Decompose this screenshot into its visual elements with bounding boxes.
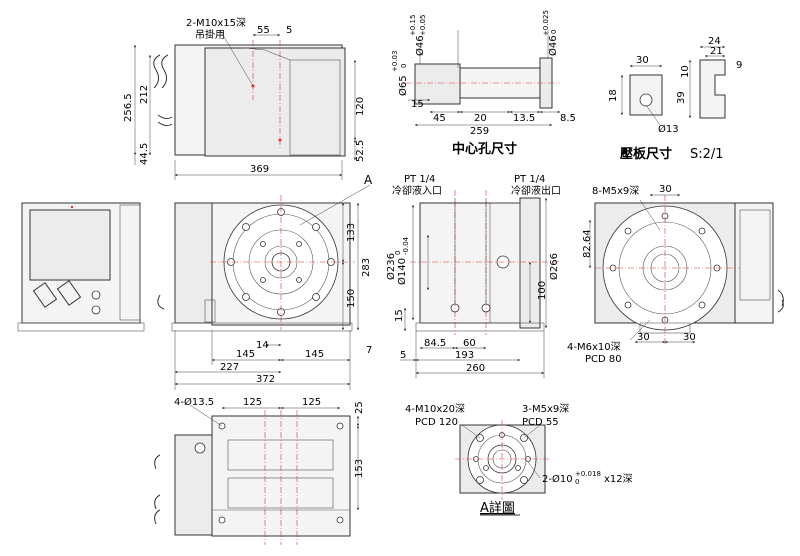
dim-256-5: 256.5 <box>123 93 134 122</box>
dim-phi140: Ø140 <box>396 258 408 285</box>
rear-holes-m5: 8-M5x9深 <box>592 185 639 197</box>
clamp-view-title: 壓板尺寸 <box>620 146 672 162</box>
hose-fittings <box>153 54 173 127</box>
dim-phi236: Ø236 <box>385 253 397 280</box>
dim-82-64: 82.64 <box>582 229 593 258</box>
side-view: PT 1/4 冷卻液入口 PT 1/4 冷卻液出口 Ø236 Ø140 0 -0… <box>385 174 561 378</box>
dim-phi46-a: Ø46 <box>414 35 426 56</box>
clamp-hole <box>639 93 653 107</box>
dim-phi65: Ø65 <box>397 75 409 96</box>
dim-phi46-b-tol-dn: 0 <box>550 30 558 34</box>
clamp-view: 30 24 21 9 10 18 39 Ø13 壓板尺寸 S:2/1 <box>608 36 742 162</box>
dim-5-side: 5 <box>400 350 406 361</box>
dim-15-bore: 15 <box>411 99 424 110</box>
dim-259: 259 <box>470 126 489 137</box>
rear-holes-m6: 4-M6x10深 <box>567 341 621 353</box>
dim-clamp-21: 21 <box>710 46 723 57</box>
dim-44-5: 44.5 <box>139 143 150 165</box>
lift-thread-label: 2-M10x15深 <box>186 17 246 29</box>
dim-clamp-24: 24 <box>708 36 721 47</box>
dim-5-top: 5 <box>286 25 292 36</box>
dim-phi65-tol-dn: 0 <box>400 64 408 68</box>
dim-clamp-phi13: Ø13 <box>658 123 679 135</box>
dim-283: 283 <box>361 258 372 277</box>
coolant-fittings-left <box>32 280 101 315</box>
inlet-note-label: 冷卻液入口 <box>392 184 442 197</box>
dim-rear-30-right: 30 <box>683 332 696 343</box>
dim-212: 212 <box>139 85 150 104</box>
dim-phi46-a-tol-up: +0.15 <box>409 15 417 36</box>
dim-bottom-25: 25 <box>354 401 365 414</box>
dim-60: 60 <box>463 338 476 349</box>
dim-phi46-b-tol-up: +0.025 <box>542 10 550 36</box>
dim-8-5: 8.5 <box>560 113 576 124</box>
dim-rear-30-top: 30 <box>659 184 672 195</box>
dim-14: 14 <box>256 340 269 351</box>
dim-45: 45 <box>433 113 446 124</box>
bottom-view: 4-Ø13.5 125 125 25 153 <box>154 396 365 545</box>
detail-a-pin-holes: 2-Ø10 <box>542 473 573 485</box>
dim-clamp-30: 30 <box>636 55 649 66</box>
dim-100: 100 <box>537 281 548 300</box>
dim-bottom-153: 153 <box>354 459 365 478</box>
detail-a-pcd55: PCD 55 <box>522 417 559 428</box>
dim-bottom-125-left: 125 <box>243 397 262 408</box>
rear-pcd80: PCD 80 <box>585 354 622 365</box>
dim-145-left: 145 <box>236 349 255 360</box>
dim-phi46-b: Ø46 <box>547 35 559 56</box>
dim-52-5: 52.5 <box>355 140 366 162</box>
left-side-view <box>17 202 145 332</box>
dim-133: 133 <box>346 223 357 242</box>
dim-7: 7 <box>366 345 372 356</box>
dim-clamp-18: 18 <box>608 89 619 102</box>
dim-clamp-39: 39 <box>676 91 687 104</box>
dim-phi65-tol-up: +0.03 <box>391 51 399 72</box>
detail-a-callout: A <box>364 173 373 187</box>
lift-note-label: 吊掛用 <box>195 28 225 41</box>
dim-phi140-tol-dn: -0.04 <box>402 236 410 255</box>
outlet-note-label: 冷卻液出口 <box>511 184 561 197</box>
dim-145-right: 145 <box>305 349 324 360</box>
dim-phi140-tol-up: 0 <box>394 251 402 255</box>
top-view: 2-M10x15深 吊掛用 55 5 256.5 212 44.5 120 52… <box>123 17 366 180</box>
front-view: A 133 283 150 7 14 145 145 227 372 <box>157 173 373 390</box>
dim-clamp-9: 9 <box>736 60 742 71</box>
dim-260: 260 <box>466 363 485 374</box>
detail-a-title: A詳圖 <box>480 500 515 516</box>
dim-372: 372 <box>256 374 275 385</box>
dim-15-side: 15 <box>394 309 405 322</box>
dim-phi266: Ø266 <box>548 253 560 280</box>
dim-clamp-10: 10 <box>680 65 691 78</box>
dim-150: 150 <box>346 289 357 308</box>
dim-55: 55 <box>257 25 270 36</box>
dim-13-5: 13.5 <box>513 113 535 124</box>
detail-a-m10-holes: 4-M10x20深 <box>405 403 465 415</box>
inlet-thread-label: PT 1/4 <box>404 174 435 185</box>
dim-227: 227 <box>220 362 239 373</box>
dim-20: 20 <box>474 113 487 124</box>
bore-view-title: 中心孔尺寸 <box>452 141 517 157</box>
detail-a-pin-depth: x12深 <box>604 473 633 485</box>
detail-a-pcd120: PCD 120 <box>415 417 458 428</box>
lift-hole-2 <box>278 138 282 142</box>
dim-phi46-a-tol-dn: +0.05 <box>419 15 427 36</box>
dim-rear-30-left: 30 <box>637 332 650 343</box>
dim-120: 120 <box>355 97 366 116</box>
center-bore-view: Ø46 +0.15 +0.05 Ø46 +0.025 0 Ø65 +0.03 0… <box>391 10 576 157</box>
clamp-view-scale: S:2/1 <box>690 147 724 162</box>
bottom-holes: 4-Ø13.5 <box>174 396 214 408</box>
rear-view: 8-M5x9深 30 82.64 4-M6x10深 PCD 80 30 30 <box>567 184 784 365</box>
detail-a-pin-tol-up: +0.018 <box>575 470 601 478</box>
dim-369: 369 <box>250 164 269 175</box>
dim-bottom-125-right: 125 <box>302 397 321 408</box>
detail-a-m5-holes: 3-M5x9深 <box>522 403 569 415</box>
bottom-hose-fittings <box>154 454 161 525</box>
outlet-thread-label: PT 1/4 <box>514 174 545 185</box>
detail-a: 4-M10x20深 PCD 120 3-M5x9深 PCD 55 2-Ø10 +… <box>405 403 633 516</box>
dim-193: 193 <box>455 350 474 361</box>
dim-84-5: 84.5 <box>424 338 446 349</box>
detail-a-pin-tol-dn: 0 <box>575 478 579 486</box>
